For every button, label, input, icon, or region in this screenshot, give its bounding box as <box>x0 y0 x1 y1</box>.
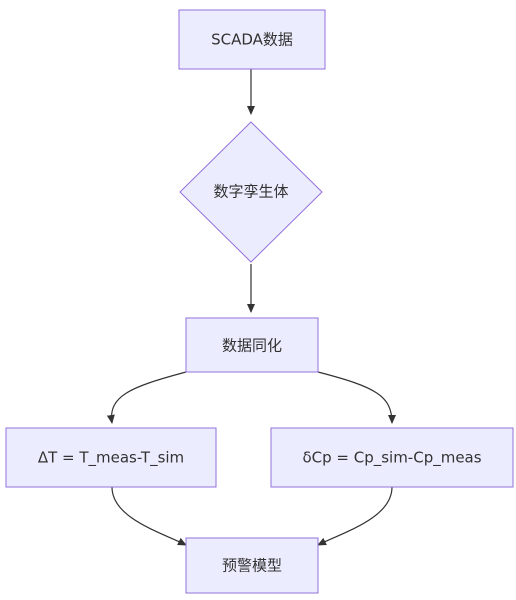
node-twin-label: 数字孪生体 <box>213 183 288 201</box>
edges <box>106 69 396 546</box>
node-assim: 数据同化 <box>185 317 319 373</box>
edge-delta-cp-to-warning <box>317 486 393 546</box>
edge-delta-t-to-warning <box>111 486 187 546</box>
node-delta-cp-label: δCp = Cp_sim-Cp_meas <box>302 449 481 468</box>
node-delta-t-label: ΔT = T_meas-T_sim <box>38 449 184 468</box>
node-assim-box <box>185 317 319 373</box>
node-delta-cp-box <box>270 427 514 488</box>
node-delta-t-box <box>5 427 217 488</box>
node-warning-box <box>185 537 319 594</box>
node-warning-label: 预警模型 <box>222 557 282 575</box>
node-warning: 预警模型 <box>185 537 319 594</box>
node-delta-cp: δCp = Cp_sim-Cp_meas <box>270 427 514 488</box>
edge-assim-to-delta-cp <box>317 371 396 424</box>
node-scada: SCADA数据 <box>178 9 326 70</box>
node-delta-t: ΔT = T_meas-T_sim <box>5 427 217 488</box>
edge-assim-to-delta-t <box>106 371 187 424</box>
node-scada-box <box>178 9 326 70</box>
node-twin: 数字孪生体 <box>179 121 323 263</box>
node-assim-label: 数据同化 <box>222 337 282 355</box>
node-scada-label: SCADA数据 <box>211 31 293 49</box>
node-twin-diamond <box>179 121 323 263</box>
